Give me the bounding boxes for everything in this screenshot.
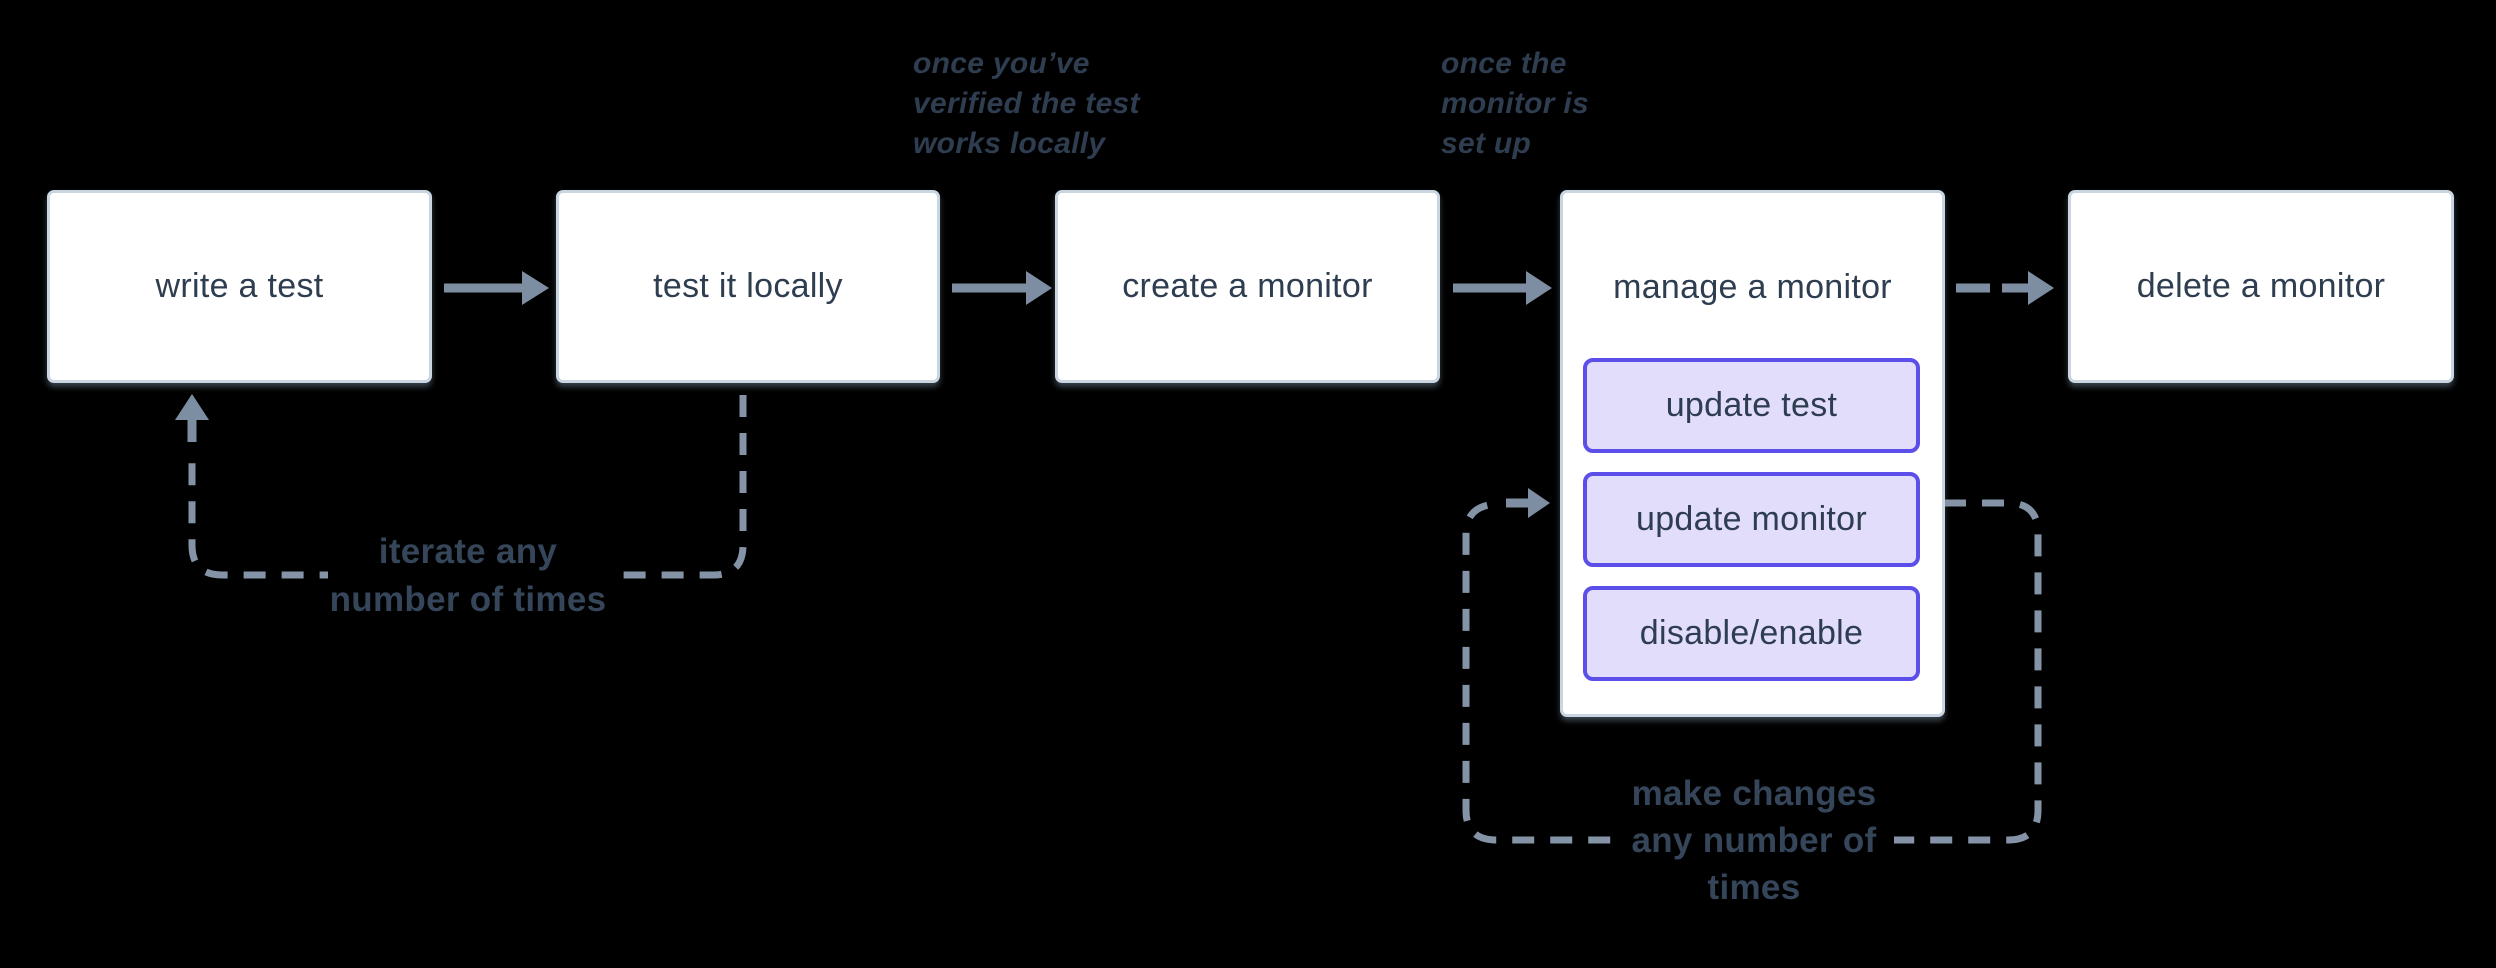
arrow-test-to-create [952,271,1052,305]
node-test-it-locally-label: test it locally [653,267,843,305]
node-write-a-test-label: write a test [155,267,324,305]
iterate-loop-label: iterate any number of times [328,528,608,624]
update-monitor-button-label: update monitor [1635,500,1867,538]
change-loop-label: make changes any number of times [1614,770,1894,911]
update-test-button: update test [1583,358,1920,453]
node-delete-a-monitor: delete a monitor [2068,190,2454,383]
arrow-write-to-test [444,271,549,305]
node-test-it-locally: test it locally [556,190,940,383]
iterate-loop-line [175,394,747,579]
node-delete-a-monitor-label: delete a monitor [2136,267,2386,305]
update-test-button-label: update test [1665,386,1838,424]
node-create-a-monitor-label: create a monitor [1122,267,1373,305]
node-create-a-monitor: create a monitor [1055,190,1440,383]
dashed-arrow-manage-to-delete [1956,271,2054,305]
node-manage-a-monitor-title: manage a monitor [1613,267,1892,306]
disable-enable-button-label: disable/enable [1639,614,1864,652]
node-manage-a-monitor: manage a monitor update test update moni… [1560,190,1945,717]
annotation-verified-locally: once you’ve verified the test works loca… [913,47,1140,160]
disable-enable-button: disable/enable [1583,586,1920,681]
arrow-create-to-manage [1453,271,1552,305]
change-loop-line [1462,488,2042,844]
update-monitor-button: update monitor [1583,472,1920,567]
node-write-a-test: write a test [47,190,432,383]
annotation-monitor-set-up: once the monitor is set up [1441,47,1590,160]
